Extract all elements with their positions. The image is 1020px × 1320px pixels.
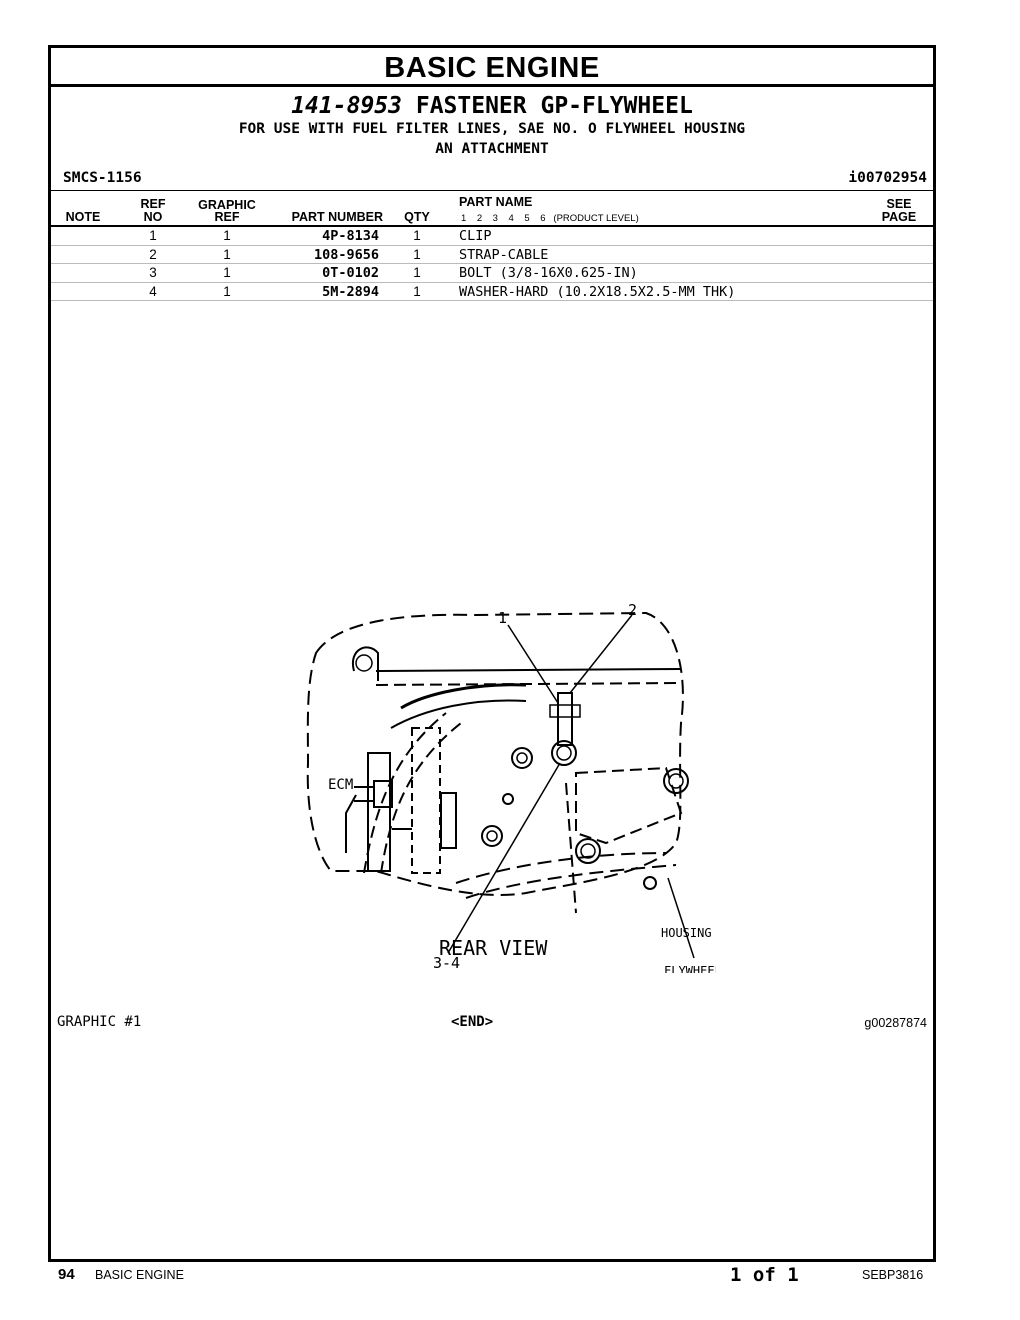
part-name: BOLT (3/8-16X0.625-IN) xyxy=(459,265,638,281)
graphic-ref: 1 xyxy=(223,228,231,243)
col-qty: QTY xyxy=(404,210,430,224)
group-heading: 141-8953 FASTENER GP-FLYWHEEL FOR USE WI… xyxy=(51,93,933,159)
part-number: 4P-8134 xyxy=(322,228,379,244)
col-ref-bottom: NO xyxy=(143,210,163,224)
page-title: BASIC ENGINE xyxy=(384,52,600,84)
part-number: 5M-2894 xyxy=(322,283,379,300)
view-label: REAR VIEW xyxy=(439,936,548,960)
ref-no: 1 xyxy=(149,228,157,243)
ref-no: 4 xyxy=(149,283,157,299)
callout-1-label: 1 xyxy=(498,609,507,627)
end-marker: <END> xyxy=(451,1014,494,1030)
rear-view-illustration: 1 2 3-4 ECM FLYWHEEL xyxy=(306,601,716,973)
table-row: 3 1 0T-0102 1 BOLT (3/8-16X0.625-IN) xyxy=(51,264,933,283)
col-part-name: PART NAME xyxy=(459,195,533,209)
group-subtitle-2: AN ATTACHMENT xyxy=(435,141,549,157)
col-graphic-top: GRAPHIC xyxy=(198,198,256,212)
graphic-id: g00287874 xyxy=(864,1016,927,1030)
col-see-top: SEE xyxy=(886,197,912,211)
title-bar: BASIC ENGINE xyxy=(51,48,933,87)
group-subtitle-1: FOR USE WITH FUEL FILTER LINES, SAE NO. … xyxy=(238,121,746,137)
ref-no: 2 xyxy=(149,246,157,262)
flywheel-label: FLYWHEEL xyxy=(664,964,716,973)
table-row: 4 1 5M-2894 1 WASHER-HARD (10.2X18.5X2.5… xyxy=(51,283,933,301)
graphic-label: GRAPHIC #1 xyxy=(57,1014,142,1030)
part-name: CLIP xyxy=(459,228,492,244)
group-name: FASTENER GP-FLYWHEEL xyxy=(415,93,693,119)
part-name: WASHER-HARD (10.2X18.5X2.5-MM THK) xyxy=(459,283,736,300)
col-part-number: PART NUMBER xyxy=(291,210,383,224)
quantity: 1 xyxy=(413,283,421,299)
smcs-code: SMCS-1156 xyxy=(63,170,142,186)
quantity: 1 xyxy=(413,246,421,262)
part-name: STRAP-CABLE xyxy=(459,246,549,263)
footer-section: BASIC ENGINE xyxy=(95,1268,184,1282)
quantity: 1 xyxy=(413,228,421,243)
callout-2-label: 2 xyxy=(628,601,637,619)
page-of: 1 of 1 xyxy=(730,1264,799,1286)
col-see-bottom: PAGE xyxy=(881,210,917,224)
part-number: 108-9656 xyxy=(313,246,379,263)
header-rule xyxy=(51,190,933,191)
col-product-level: 1 2 3 4 5 6 (PRODUCT LEVEL) xyxy=(461,213,639,224)
col-ref-top: REF xyxy=(140,197,166,211)
graphic-ref: 1 xyxy=(223,246,231,262)
graphic-ref: 1 xyxy=(223,265,231,280)
quantity: 1 xyxy=(413,265,421,280)
page-footer: 94 BASIC ENGINE 1 of 1 SEBP3816 xyxy=(0,1264,1020,1290)
page-frame: BASIC ENGINE 141-8953 FASTENER GP-FLYWHE… xyxy=(48,45,936,1262)
group-part-number: 141-8953 xyxy=(291,93,402,119)
group-title-line: 141-8953 FASTENER GP-FLYWHEEL xyxy=(51,93,933,119)
illustration-id: i00702954 xyxy=(848,170,927,186)
table-row: 1 1 4P-8134 1 CLIP xyxy=(51,227,933,246)
document-code: SEBP3816 xyxy=(862,1268,924,1282)
col-note: NOTE xyxy=(65,210,101,224)
parts-table: 1 1 4P-8134 1 CLIP 2 1 108-9656 1 STRAP-… xyxy=(51,225,933,301)
graphic-ref: 1 xyxy=(223,283,231,299)
housing-label: HOUSING xyxy=(661,926,712,940)
table-row: 2 1 108-9656 1 STRAP-CABLE xyxy=(51,246,933,264)
callout-3-4-label: 3-4 xyxy=(433,954,460,972)
ecm-label: ECM xyxy=(328,777,353,793)
ref-no: 3 xyxy=(149,265,157,280)
col-graphic-bottom: REF xyxy=(214,210,240,224)
page-number: 94 xyxy=(58,1266,75,1283)
part-number: 0T-0102 xyxy=(322,265,379,281)
drawing-captions: HOUSING REAR VIEW xyxy=(439,926,712,960)
